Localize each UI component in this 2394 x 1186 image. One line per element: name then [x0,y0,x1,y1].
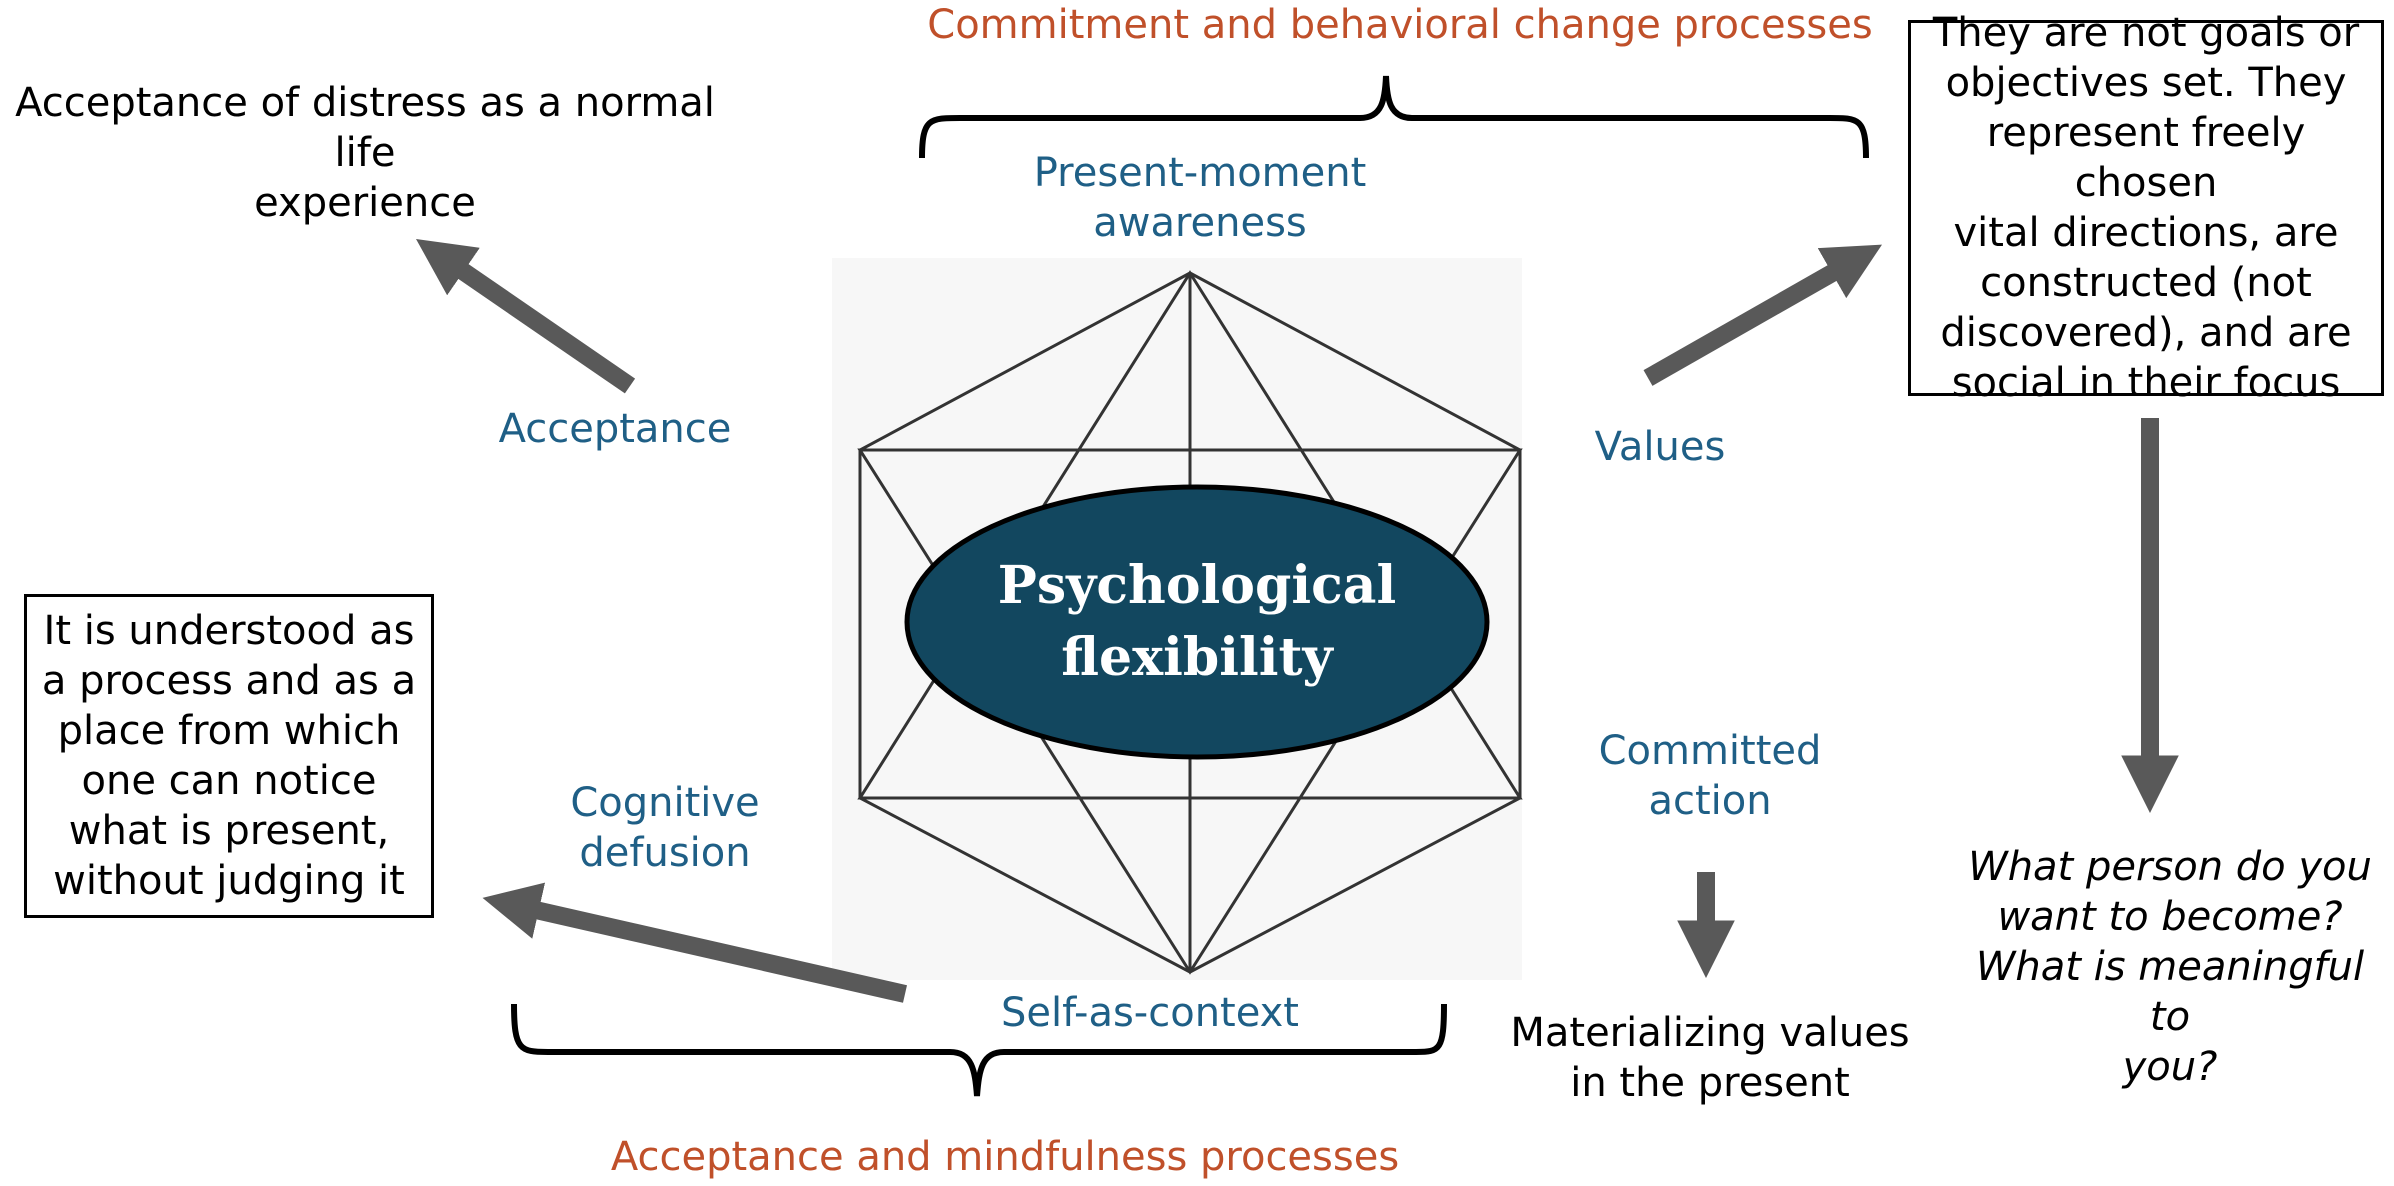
values-description-box: They are not goals or objectives set. Th… [1908,10,2384,406]
committed-action-note: Materializing values in the present [1500,1008,1920,1108]
committed-action-line1: Committed [1598,728,1822,774]
arrow-acceptance [416,238,636,394]
cognitive-defusion-line2: defusion [579,830,751,876]
values-box-line5: constructed (not [1980,260,2312,306]
defusion-box-line4: one can notice [81,758,377,804]
arrow-defusion [482,882,907,1003]
cognitive-defusion-line1: Cognitive [570,780,760,826]
values-questions-line1: What person do you [1968,844,2372,890]
committed-action-label: Committed action [1575,726,1845,826]
commitment-group-label: Commitment and behavioral change process… [927,2,1873,48]
defusion-box-line2: a process and as a [41,658,417,704]
values-questions-line4: you? [2122,1044,2218,1090]
cognitive-defusion-label: Cognitive defusion [545,778,785,878]
values-box-line6: discovered), and are [1940,310,2352,356]
values-box-line2: objectives set. They [1945,60,2347,106]
acceptance-label: Acceptance [498,406,732,452]
values-label: Values [1594,424,1726,470]
defusion-box-line6: without judging it [53,858,405,904]
defusion-description-box: It is understood as a process and as a p… [24,594,434,918]
values-questions-line2: want to become? [1997,894,2343,940]
present-moment-line2: awareness [1093,200,1307,246]
center-label-line2: flexibility [1061,627,1333,688]
defusion-box-line1: It is understood as [43,608,415,654]
center-label-line1: Psychological [997,555,1397,616]
defusion-box-line3: place from which [57,708,401,754]
defusion-box-line5: what is present, [68,808,390,854]
center-ellipse [904,484,1490,760]
acceptance-note-line2: experience [254,180,476,226]
committed-note-line2: in the present [1570,1060,1850,1106]
values-box-line3: represent freely chosen [1986,110,2306,206]
values-questions-line3: What is meaningful to [1975,944,2365,1040]
values-box-line4: vital directions, are [1953,210,2339,256]
committed-note-line1: Materializing values [1510,1010,1910,1056]
present-moment-label: Present-moment awareness [970,148,1430,248]
acceptance-note: Acceptance of distress as a normal life … [0,78,730,228]
values-box-line1: They are not goals or [1932,10,2360,56]
values-questions: What person do you want to become? What … [1950,842,2390,1092]
present-moment-line1: Present-moment [1033,150,1367,196]
top-brace [919,75,1869,159]
committed-action-line2: action [1648,778,1772,824]
values-box-line7: social in their focus [1951,360,2341,406]
self-as-context-label: Self-as-context [1001,990,1299,1036]
bottom-brace [511,1003,1447,1097]
center-label: Psychological flexibility [957,550,1437,694]
acceptance-mindfulness-group-label: Acceptance and mindfulness processes [610,1134,1400,1180]
acceptance-note-line1: Acceptance of distress as a normal life [15,80,715,176]
arrow-values [1643,244,1883,386]
